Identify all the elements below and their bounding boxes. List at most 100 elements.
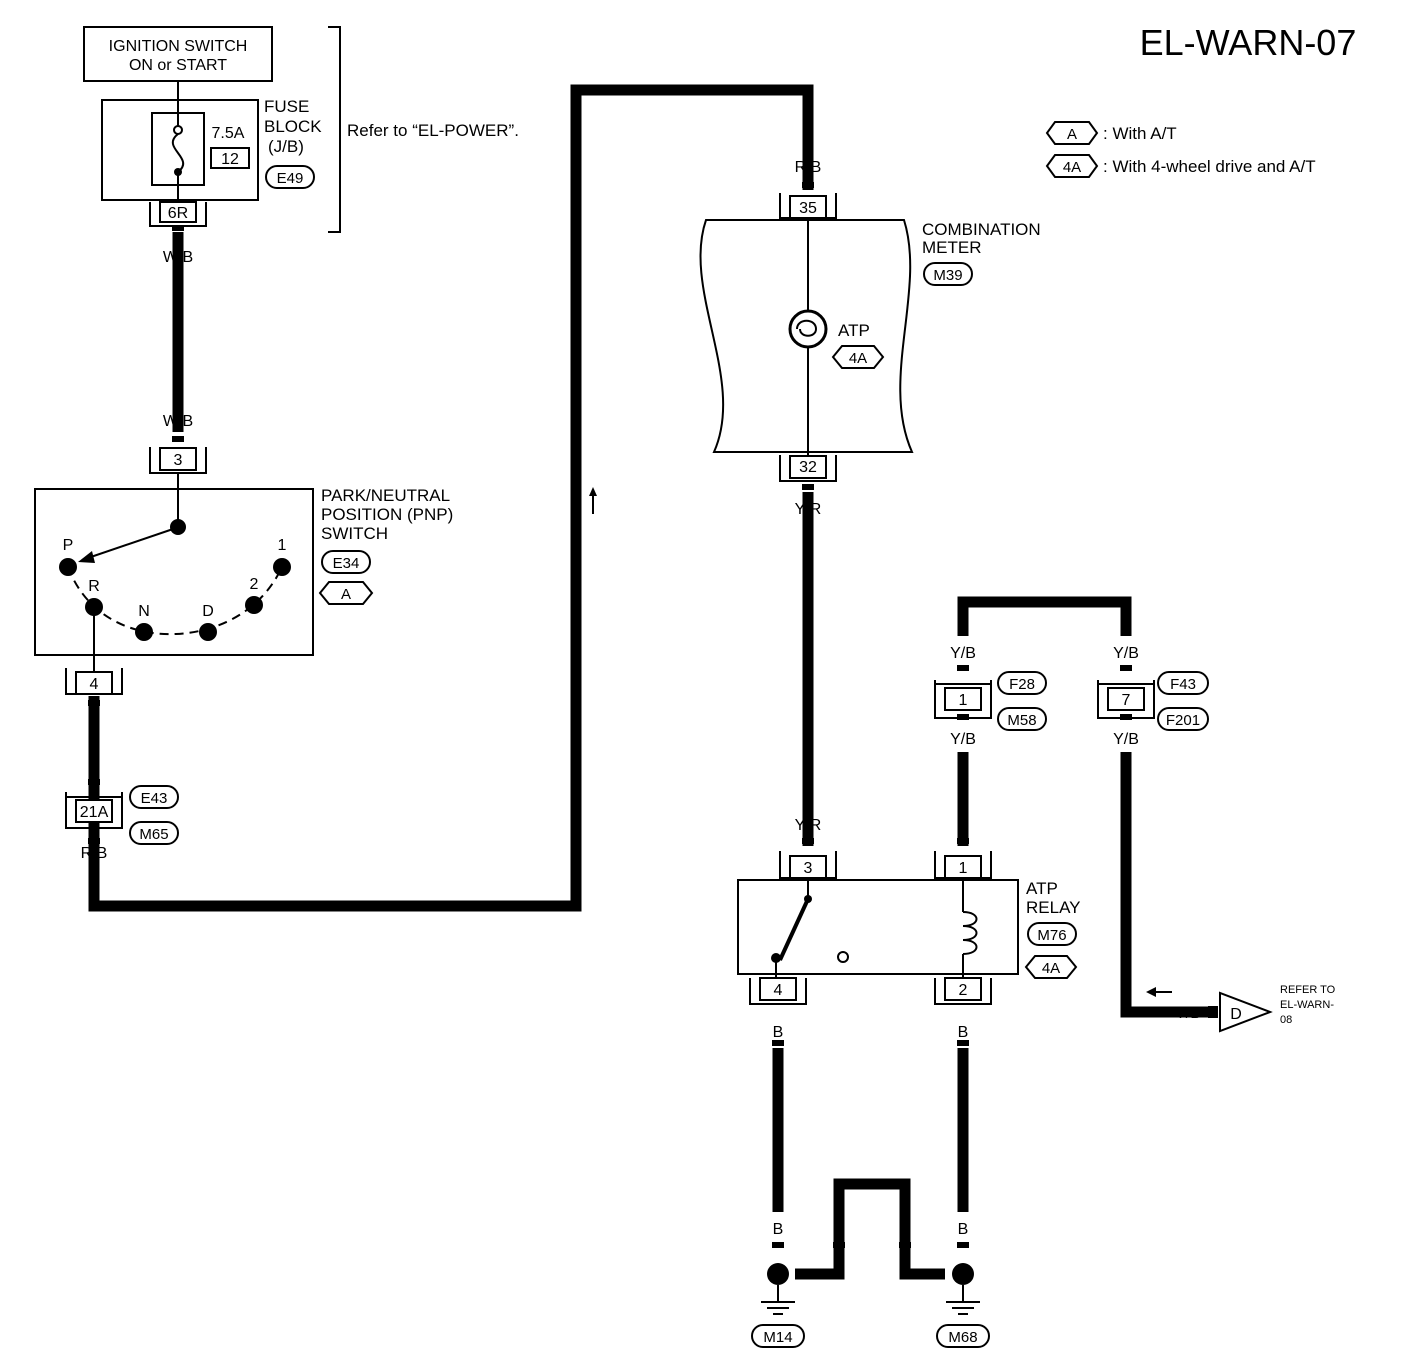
fuse-refer-text: Refer to “EL-POWER”.: [347, 121, 519, 140]
ignition-switch-state: ON or START: [129, 57, 227, 74]
wire-rb-pnp-to-meter: [88, 84, 814, 912]
flow-arrow-icon: [589, 487, 597, 514]
joint-conn-1: E43: [141, 790, 168, 807]
wire-label-b-jumper-1: B: [834, 1221, 845, 1238]
relay-connector-4: 4: [749, 977, 807, 1005]
pnp-pos-r: R: [88, 578, 100, 595]
legend-text-a: : With A/T: [1103, 124, 1177, 143]
pnp-option: A: [341, 586, 351, 603]
ground-left-id: M14: [763, 1329, 792, 1346]
atp-lamp-icon: [788, 309, 828, 349]
relay-option: 4A: [1042, 960, 1060, 977]
wire-label-wb-top: W/B: [163, 249, 193, 266]
pnp-pos-n: N: [138, 603, 150, 620]
pnp-connector: E34: [333, 555, 360, 572]
connector-f43-id: F43: [1170, 676, 1196, 693]
relay-connector-3: 3: [779, 851, 837, 879]
connector-6r-label: 6R: [168, 205, 188, 222]
relay-label-1: ATP: [1026, 879, 1058, 898]
refer-line-2: EL-WARN-: [1280, 999, 1334, 1011]
pnp-label-3: SWITCH: [321, 524, 388, 543]
wire-label-b-right: B: [958, 1221, 969, 1238]
meter-connector-35: 35: [779, 193, 837, 219]
connector-f28-terminal: 1: [959, 692, 968, 709]
wire-label-yb-2: Y/B: [1113, 645, 1139, 662]
pnp-connector-4: 4: [65, 668, 123, 695]
ignition-switch-label: IGNITION SWITCH: [109, 38, 248, 55]
connector-f28-id: F28: [1009, 676, 1035, 693]
wire-yb-f43-to-refer: [1120, 752, 1214, 1018]
legend-item-4a: 4A : With 4-wheel drive and A/T: [1045, 154, 1316, 178]
ground-icon-right: [946, 1263, 980, 1315]
wire-label-rb-meter: R/B: [795, 159, 822, 176]
fuse-block-label-1: FUSE: [264, 97, 309, 116]
relay-terminal-3: 3: [804, 860, 813, 877]
pnp-terminal-4: 4: [90, 676, 99, 693]
wire-label-yb-3: Y/B: [950, 731, 976, 748]
ground-icon-left: [761, 1263, 795, 1315]
wire-label-wb-bottom: W/B: [163, 413, 193, 430]
joint-terminal: 21A: [80, 804, 109, 821]
meter-label-1: COMBINATION: [922, 220, 1041, 239]
refer-line-3: 08: [1280, 1014, 1292, 1026]
wire-label-b-jumper-2: B: [900, 1221, 911, 1238]
refer-letter: D: [1230, 1006, 1242, 1023]
refer-arrow-icon: D: [1219, 991, 1273, 1033]
legend-item-a: A : With A/T: [1045, 121, 1177, 145]
meter-connector: M39: [933, 267, 962, 284]
connector-6r: 6R: [149, 201, 207, 227]
wire-label-b-relay2: B: [958, 1024, 969, 1041]
ignition-switch: IGNITION SWITCH ON or START: [83, 26, 273, 82]
pnp-label-2: POSITION (PNP): [321, 505, 453, 524]
connector-f43: 7: [1097, 680, 1155, 719]
wire-label-yb-1: Y/B: [950, 645, 976, 662]
wire-b-ground-jumper: [795, 1178, 945, 1280]
direction-arrow-icon: [1146, 987, 1172, 997]
meter-terminal-35: 35: [799, 200, 817, 217]
wire-label-yr-bottom: Y/R: [795, 817, 822, 834]
fuse-block-label-3: (J/B): [268, 137, 304, 156]
connector-f28: 1: [934, 680, 992, 719]
wire-label-yr-top: Y/R: [795, 501, 822, 518]
meter-label-2: METER: [922, 238, 982, 257]
relay-terminal-1: 1: [959, 860, 968, 877]
wire-label-yb-refer: Y/B: [1175, 1005, 1201, 1022]
joint-conn-2: M65: [139, 826, 168, 843]
page-id: EL-WARN-07: [1140, 22, 1357, 63]
relay-connector-2: 2: [934, 977, 992, 1005]
wire-yb-jumper: [957, 596, 1132, 636]
wire-label-yb-4: Y/B: [1113, 731, 1139, 748]
ground-right-id: M68: [948, 1329, 977, 1346]
fuse-block-connector: E49: [277, 170, 304, 187]
relay-terminal-4: 4: [774, 982, 783, 999]
pnp-pos-p: P: [63, 537, 74, 554]
wire-breaks: [88, 182, 1132, 1248]
relay-connector-1: 1: [934, 851, 992, 879]
legend-text-4a: : With 4-wheel drive and A/T: [1103, 157, 1316, 176]
fuse-number: 12: [221, 151, 239, 168]
refer-line-1: REFER TO: [1280, 984, 1336, 996]
combination-meter: [699, 218, 914, 456]
connector-f43-terminal: 7: [1122, 692, 1131, 709]
wire-label-b-left: B: [773, 1221, 784, 1238]
connector-m58-id: M58: [1007, 712, 1036, 729]
relay-connector: M76: [1037, 927, 1066, 944]
meter-terminal-32: 32: [799, 459, 817, 476]
atp-relay: [737, 878, 1019, 984]
meter-lamp-label: ATP: [838, 321, 870, 340]
pnp-pos-1: 1: [278, 537, 287, 554]
relay-terminal-2: 2: [959, 982, 968, 999]
relay-label-2: RELAY: [1026, 898, 1081, 917]
fuse-rating: 7.5A: [212, 125, 245, 142]
joint-connector-21a: 21A: [65, 792, 123, 829]
wire-label-rb-left: R/B: [81, 845, 108, 862]
pnp-pos-2: 2: [250, 576, 259, 593]
fuse-block: 7.5A 12: [101, 99, 259, 201]
legend-symbol-4a: 4A: [1063, 159, 1081, 176]
connector-f201-id: F201: [1166, 712, 1200, 729]
refer-bracket: [328, 26, 341, 233]
meter-option: 4A: [849, 350, 867, 367]
meter-connector-32: 32: [779, 455, 837, 482]
pnp-switch: P R N D 2 1: [34, 473, 314, 672]
